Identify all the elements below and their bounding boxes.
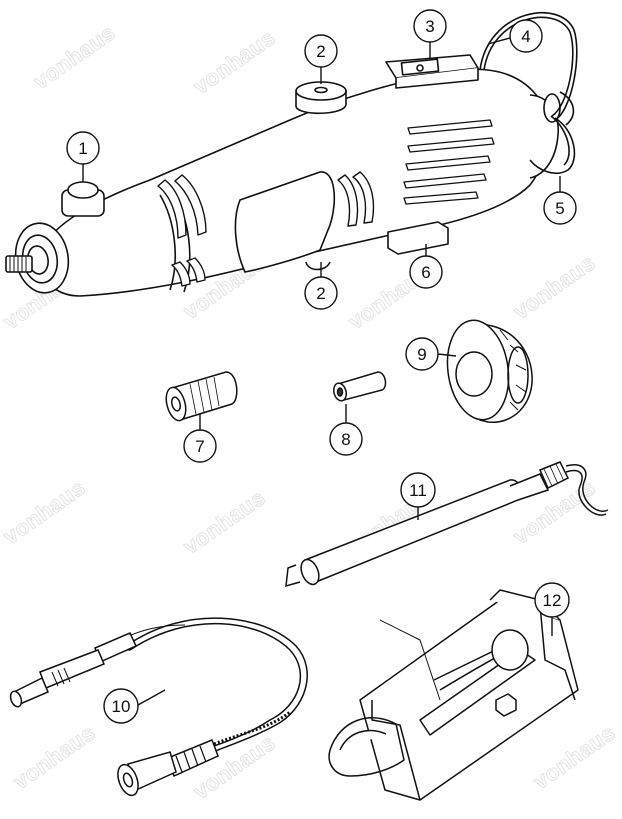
collet-nut [165,371,238,422]
callout-2-top: 2 [304,34,338,68]
callout-12: 12 [534,582,570,618]
callout-8: 8 [329,422,363,456]
spindle-lock-button [385,54,479,89]
on-off-switch [61,181,105,217]
watermark-text: vonhaus [509,250,600,324]
callout-1: 1 [66,131,100,165]
callout-label: 5 [555,199,564,218]
callout-label: 1 [78,139,87,158]
extension-handle [285,461,609,588]
callout-label: 8 [341,430,350,449]
callout-9: 9 [405,337,439,371]
callout-label: 9 [417,345,426,364]
middle-vents [337,171,375,227]
callout-label: 11 [409,481,427,500]
callout-badges: 1 2 2 3 4 5 6 7 [66,9,577,724]
rotary-tool [5,54,561,297]
callout-label: 2 [316,284,325,303]
stand-mount [387,221,449,255]
callouts [82,37,561,706]
flexible-shaft [9,617,308,797]
rear-vents [403,119,495,205]
watermark-text: vonhaus [189,730,280,804]
callout-7: 7 [183,429,217,463]
collet [333,371,387,402]
callout-5: 5 [543,191,577,225]
callout-label: 12 [543,591,562,610]
watermark-text: vonhaus [0,475,90,549]
callout-label: 6 [421,263,430,282]
callout-label: 7 [195,437,204,456]
watermark-text: vonhaus [179,485,270,559]
callout-label: 4 [521,27,530,46]
front-vents [157,174,207,287]
callout-3: 3 [413,9,447,43]
callout-4: 4 [509,19,543,53]
speed-dial-top [295,81,347,115]
callout-2-bottom: 2 [304,276,338,310]
watermark-text: vonhaus [189,25,280,99]
watermark-text: vonhaus [29,20,120,94]
watermark-text: vonhaus [9,720,100,794]
callout-11: 11 [400,472,436,508]
callout-6: 6 [409,255,443,289]
speed-dial-bottom [305,261,331,271]
power-cord [479,12,578,175]
callout-label: 3 [425,17,434,36]
grip-panel [234,171,336,273]
callout-label: 2 [316,42,325,61]
callout-10: 10 [103,688,139,724]
cap-nut [446,319,533,423]
callout-label: 10 [112,697,131,716]
holder-stand [328,589,579,801]
watermark-text: vonhaus [529,720,620,794]
